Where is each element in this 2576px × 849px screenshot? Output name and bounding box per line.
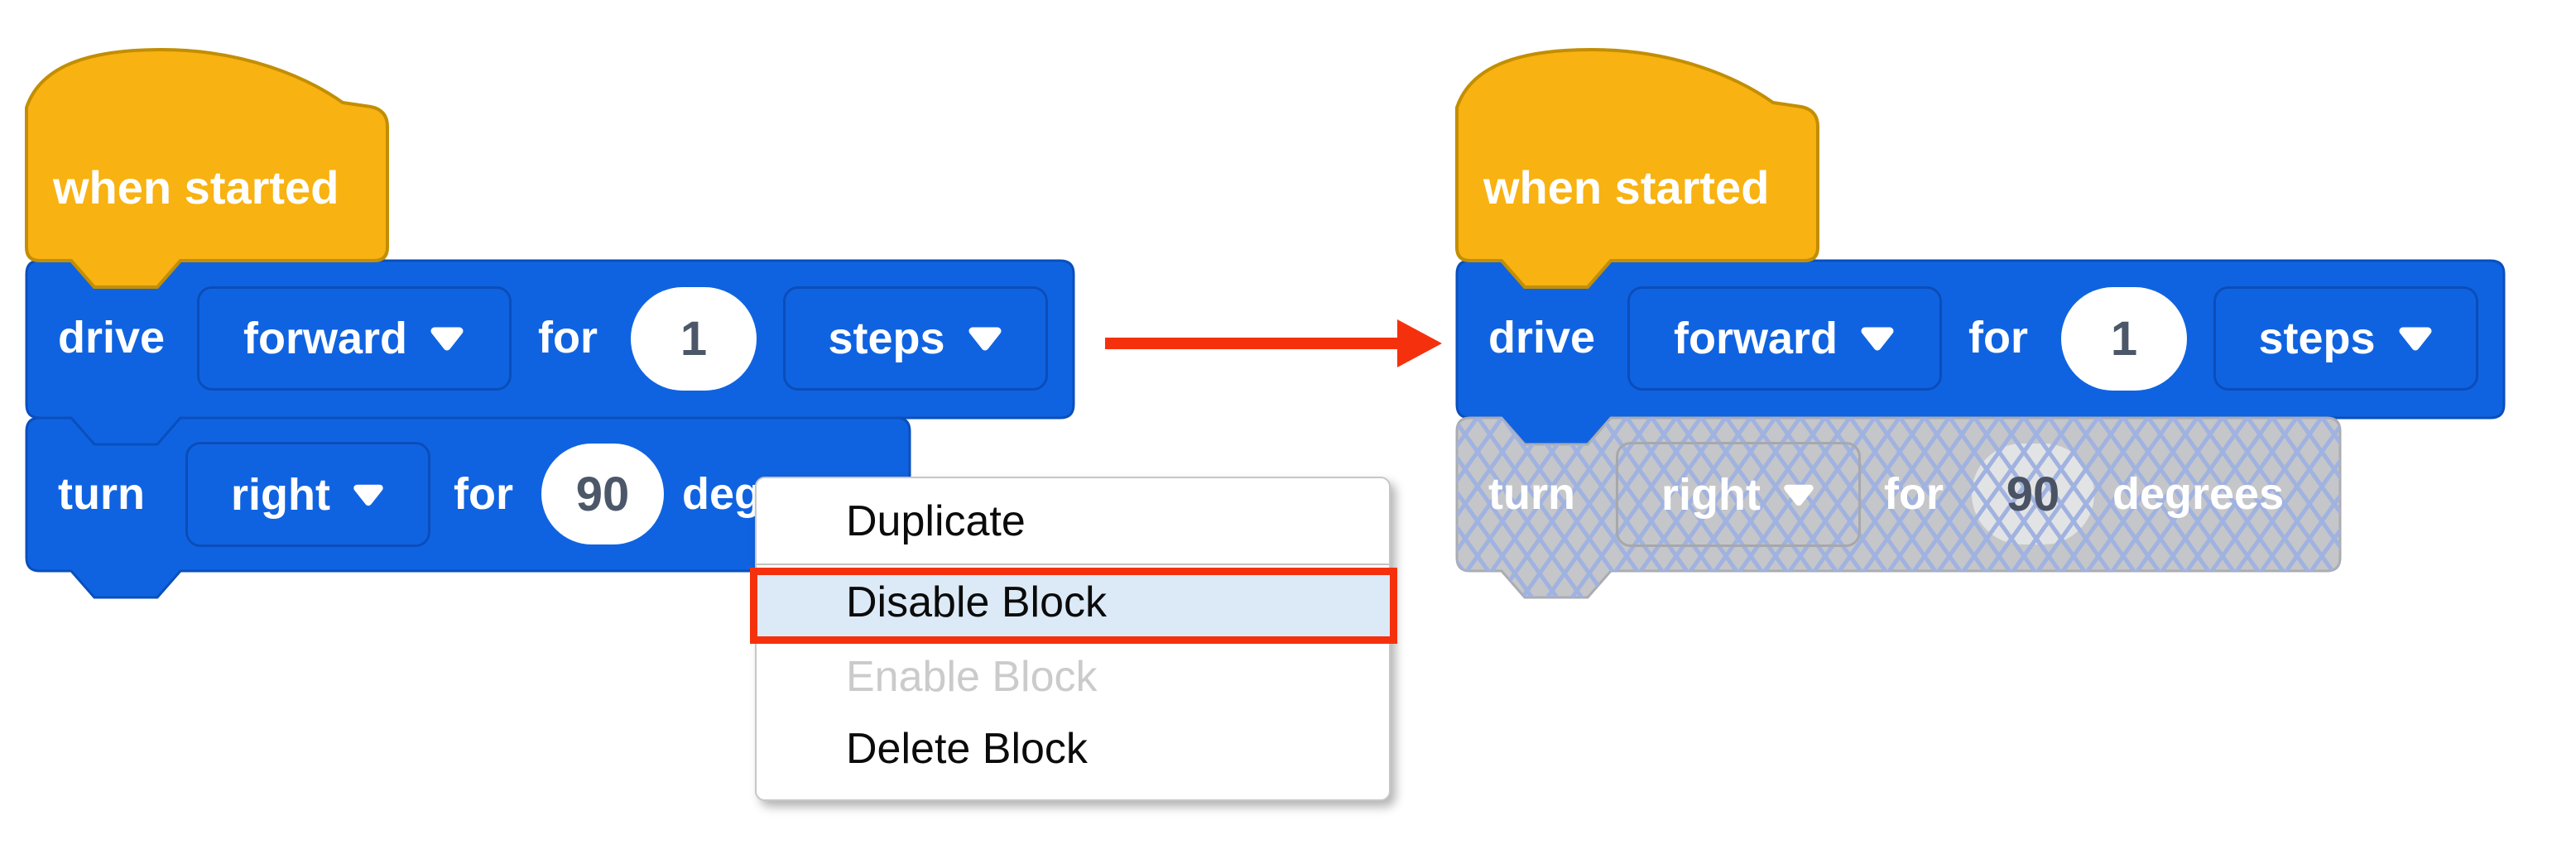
right-drive-unit-dropdown[interactable]: steps [2213,286,2478,391]
right-drive-unit-value: steps [2258,314,2376,363]
left-drive-label: drive [58,313,166,362]
menu-item-disable-block[interactable]: Disable Block [846,578,1108,626]
right-turn-degrees-label: degrees [2112,469,2285,519]
left-when-started-label: when started [53,161,339,213]
left-when-started-hat-block[interactable] [25,48,389,289]
dropdown-arrow-icon [430,327,464,351]
right-turn-direction-value: right [1661,469,1761,520]
menu-item-delete-block[interactable]: Delete Block [846,725,1088,773]
disable-block-highlight-box [750,568,1397,644]
right-when-started-label: when started [1483,161,1770,213]
left-turn-for-label: for [454,469,513,519]
right-turn-for-label: for [1884,469,1944,519]
left-turn-label: turn [58,469,145,519]
dropdown-arrow-icon [1784,484,1814,506]
right-when-started-hat-block[interactable] [1455,48,1819,289]
right-turn-direction-dropdown-disabled[interactable]: right [1616,442,1861,547]
left-drive-distance-input[interactable]: 1 [631,287,757,391]
right-drive-direction-dropdown[interactable]: forward [1627,286,1942,391]
dropdown-arrow-icon [353,484,383,506]
left-turn-direction-dropdown[interactable]: right [185,442,430,547]
block-context-menu: Duplicate Disable Block Enable Block Del… [750,477,1397,801]
right-turn-label-disabled: turn [1488,469,1575,519]
dropdown-arrow-icon [2399,327,2432,351]
dropdown-arrow-icon [1861,327,1894,351]
left-turn-angle-value: 90 [575,467,630,521]
disabled-block-crosshatch-overlay [1457,418,2340,597]
menu-separator [757,564,1389,565]
left-drive-distance-value: 1 [680,312,708,366]
left-drive-unit-value: steps [828,314,945,363]
left-drive-direction-dropdown[interactable]: forward [197,286,512,391]
right-drive-direction-value: forward [1673,314,1838,363]
left-turn-direction-value: right [231,469,330,520]
dropdown-arrow-icon [968,327,1002,351]
transition-arrow-icon [1105,319,1442,367]
right-drive-for-label: for [1968,313,2028,362]
left-drive-unit-dropdown[interactable]: steps [783,286,1048,391]
right-drive-distance-value: 1 [2110,312,2138,366]
right-turn-angle-value: 90 [2006,467,2060,521]
right-drive-label: drive [1488,313,1596,362]
left-turn-angle-input[interactable]: 90 [541,444,664,544]
menu-item-duplicate[interactable]: Duplicate [846,497,1026,545]
left-drive-direction-value: forward [243,314,408,363]
right-turn-angle-input-disabled[interactable]: 90 [1972,444,2094,544]
menu-item-enable-block: Enable Block [846,653,1098,701]
left-drive-for-label: for [538,313,598,362]
right-drive-distance-input[interactable]: 1 [2061,287,2187,391]
